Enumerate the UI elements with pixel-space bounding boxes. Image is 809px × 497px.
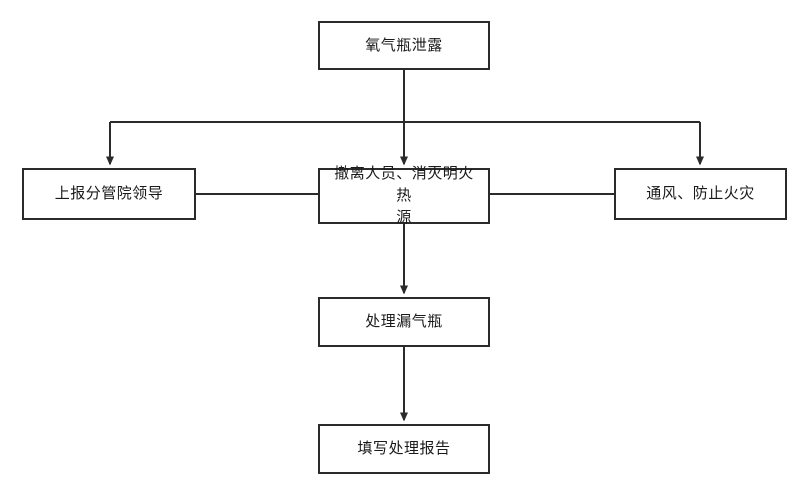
- node-label-handle-leaking-cylinder: 处理漏气瓶: [365, 313, 443, 331]
- node-ventilate-prevent-fire[interactable]: 通风、防止火灾: [614, 168, 787, 220]
- node-label-oxygen-cylinder-leak: 氧气瓶泄露: [365, 36, 443, 54]
- node-oxygen-cylinder-leak[interactable]: 氧气瓶泄露: [318, 21, 490, 70]
- node-label-evacuate-and-extinguish: 撤离人员、消灭明火热 源: [334, 165, 474, 226]
- node-handle-leaking-cylinder[interactable]: 处理漏气瓶: [318, 297, 490, 347]
- node-label-report-to-hospital-leader: 上报分管院领导: [54, 185, 164, 203]
- node-label-ventilate-prevent-fire: 通风、防止火灾: [646, 185, 755, 203]
- node-evacuate-and-extinguish[interactable]: 撤离人员、消灭明火热 源: [318, 165, 490, 226]
- node-label-fill-handling-report: 填写处理报告: [357, 440, 451, 458]
- node-fill-handling-report[interactable]: 填写处理报告: [318, 424, 490, 474]
- node-report-to-hospital-leader[interactable]: 上报分管院领导: [22, 168, 196, 220]
